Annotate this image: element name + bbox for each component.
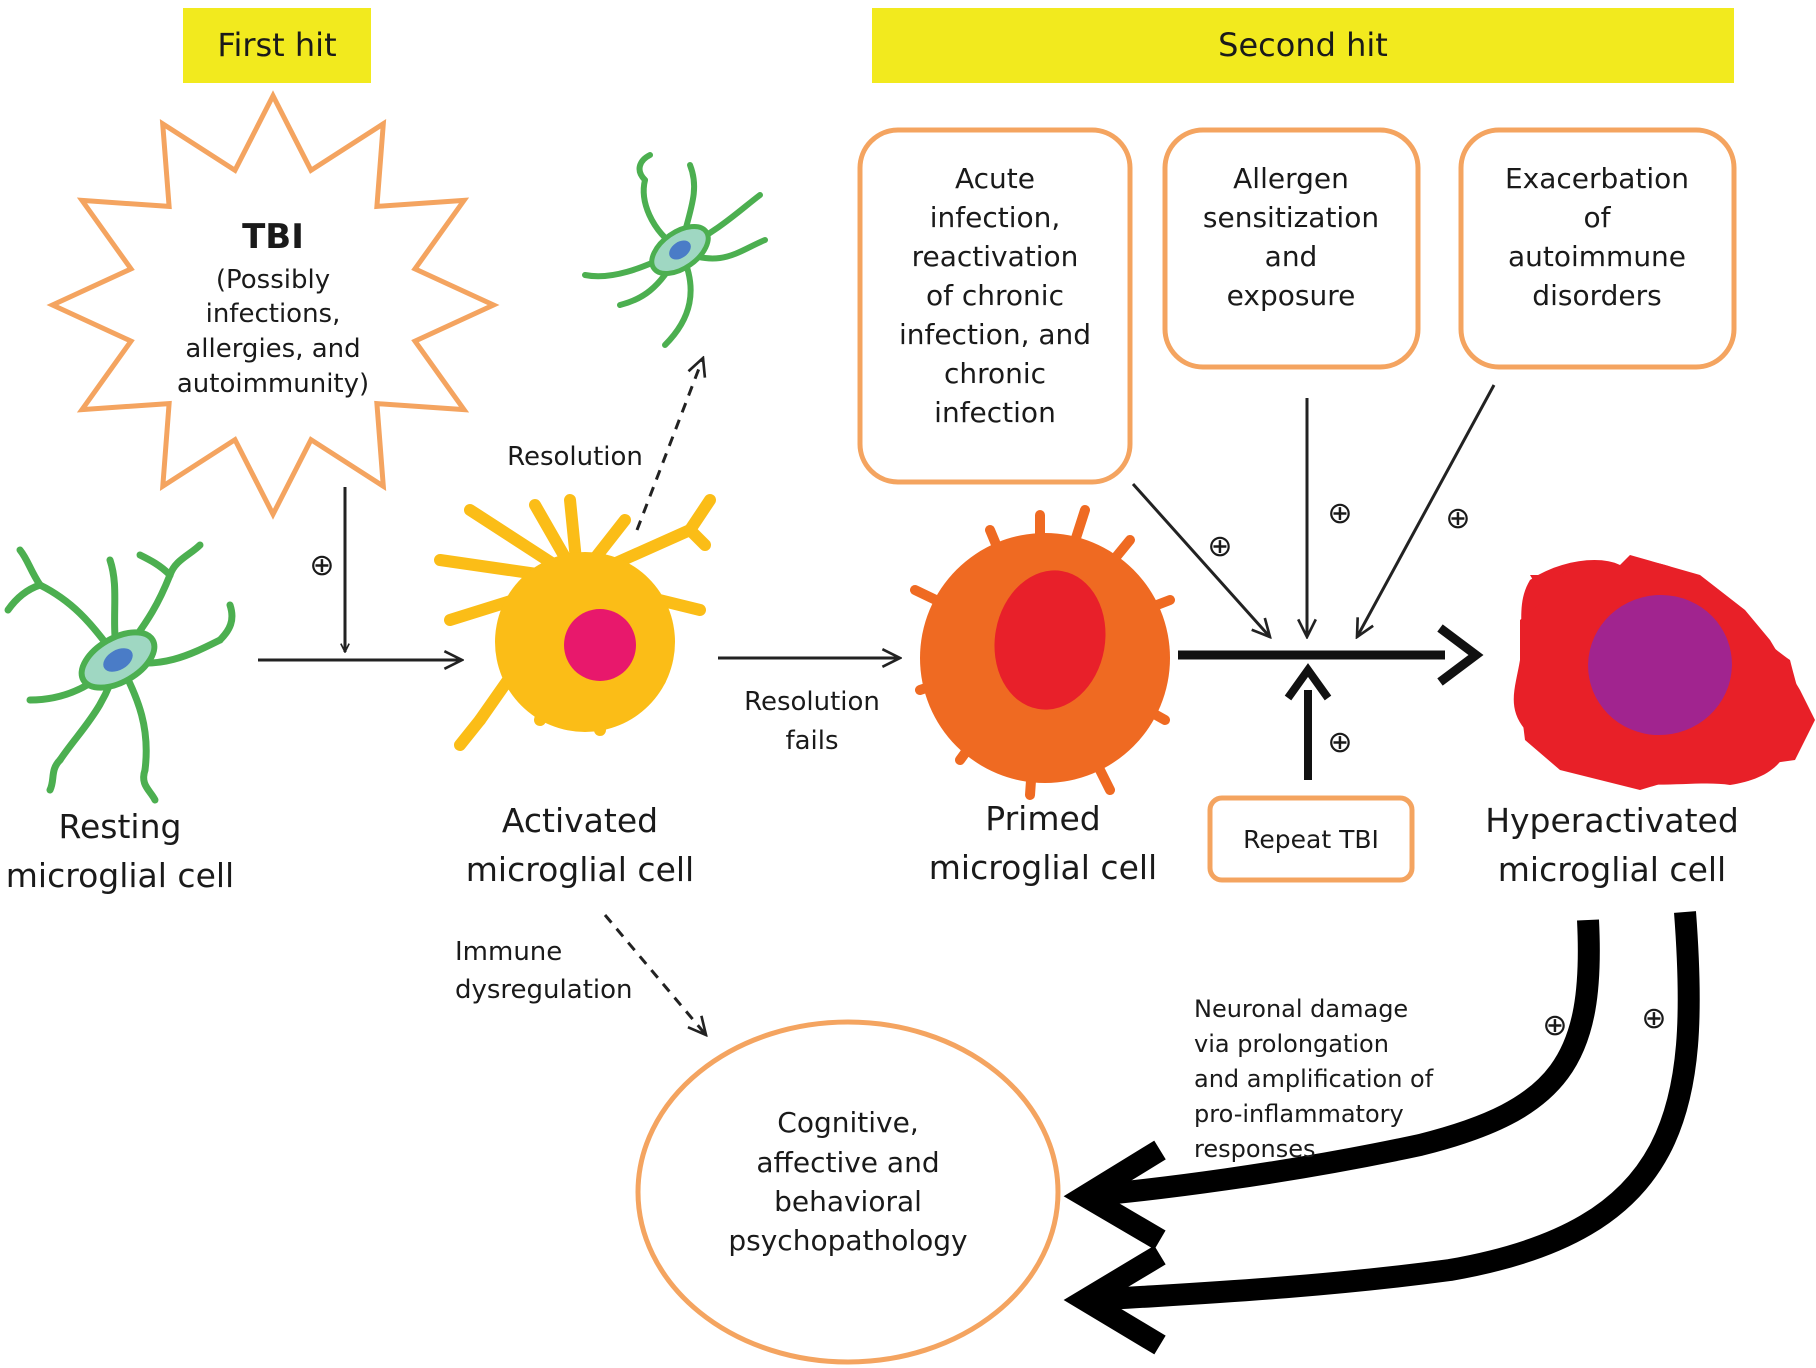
box-line: exposure (1227, 279, 1356, 312)
box-line: of chronic (926, 279, 1064, 312)
box-line: sensitization (1203, 201, 1379, 234)
tbi-star-line: infections, (206, 299, 341, 329)
neuronal-damage-label: pro-inflammatory (1194, 1100, 1404, 1128)
repeat-tbi-label: Repeat TBI (1243, 825, 1379, 854)
box-line: reactivation (912, 240, 1079, 273)
curve-arrow-damage-2-head (1063, 1245, 1166, 1355)
box-line: Exacerbation (1505, 162, 1689, 195)
neuronal-damage-label: and amplification of (1194, 1065, 1434, 1093)
resolution-fails-label: fails (785, 726, 838, 756)
plus-icon: ⊕ (1207, 529, 1232, 564)
box-line: and (1265, 240, 1318, 273)
tbi-star-line: autoimmunity) (177, 369, 369, 399)
outcome-line: Cognitive, (777, 1106, 918, 1139)
box-line: Acute (955, 162, 1035, 195)
arrow-infection-box (1131, 482, 1270, 637)
second-hit-banner: Second hit (872, 8, 1734, 83)
resolution-label: Resolution (507, 442, 643, 472)
resolved-microglia-illustration (582, 152, 768, 348)
arrow-autoimmune-box (1357, 384, 1496, 637)
second-hit-label: Second hit (1218, 26, 1388, 64)
resting-microglia-illustration (4, 541, 236, 804)
box-line: disorders (1532, 279, 1661, 312)
repeat-tbi-box: Repeat TBI (1207, 795, 1415, 883)
plus-icon: ⊕ (1641, 1001, 1666, 1036)
neuronal-damage-label: via prolongation (1194, 1030, 1389, 1058)
tbi-star: TBI (Possibly infections, allergies, and… (46, 90, 500, 520)
outcome-ellipse: Cognitive, affective and behavioral psyc… (635, 1019, 1061, 1365)
outcome-line: affective and (756, 1146, 939, 1179)
plus-icon: ⊕ (309, 548, 334, 583)
second-hit-box-autoimmune: Exacerbation of autoimmune disorders (1458, 127, 1737, 370)
box-line: of (1584, 201, 1612, 234)
resolution-fails-label: Resolution (744, 687, 880, 717)
resting-cell-label: Resting (59, 807, 182, 846)
plus-symbols: ⊕ ⊕ ⊕ ⊕ ⊕ ⊕ ⊕ (309, 496, 1666, 1043)
box-line: infection, and (899, 318, 1091, 351)
box-line: infection (934, 396, 1056, 429)
first-hit-label: First hit (217, 26, 336, 64)
hyperactivated-microglia-illustration (1513, 555, 1815, 790)
primed-cell-label: Primed (985, 799, 1100, 838)
curve-arrow-damage-1 (1094, 919, 1600, 1206)
arrow-repeat-tbi-head (1284, 663, 1332, 701)
box-line: autoimmune (1508, 240, 1686, 273)
tbi-star-title: TBI (242, 217, 304, 257)
box-line: infection, (930, 201, 1061, 234)
tbi-star-line: allergies, and (185, 334, 360, 364)
curve-arrow-damage-2 (1094, 911, 1700, 1311)
arrow-primed-to-hyperactivated-head (1437, 624, 1484, 686)
box-line: Allergen (1233, 162, 1349, 195)
arrows (258, 358, 1700, 1355)
immune-dysregulation-label: dysregulation (455, 975, 633, 1005)
neuronal-damage-label: responses (1194, 1135, 1316, 1163)
arrow-resolution (635, 358, 703, 531)
second-hit-box-allergen: Allergen sensitization and exposure (1162, 127, 1421, 370)
second-hit-box-infection: Acute infection, reactivation of chronic… (857, 127, 1133, 485)
outcome-line: psychopathology (728, 1224, 967, 1257)
immune-dysregulation-label: Immune (455, 937, 562, 967)
plus-icon: ⊕ (1542, 1008, 1567, 1043)
neuronal-damage-label: Neuronal damage (1194, 995, 1408, 1023)
hyperactivated-cell-label: microglial cell (1498, 850, 1726, 889)
activated-cell-label: microglial cell (466, 850, 694, 889)
first-hit-banner: First hit (183, 8, 371, 83)
outcome-line: behavioral (774, 1185, 922, 1218)
box-line: chronic (944, 357, 1046, 390)
primed-microglia-illustration (910, 505, 1175, 800)
tbi-star-line: (Possibly (216, 265, 330, 295)
curve-arrow-damage-1-head (1063, 1140, 1166, 1250)
primed-cell-label: microglial cell (929, 848, 1157, 887)
activated-microglia-illustration (434, 494, 716, 751)
plus-icon: ⊕ (1445, 501, 1470, 536)
resting-cell-label: microglial cell (6, 856, 234, 895)
activated-cell-label: Activated (502, 801, 658, 840)
plus-icon: ⊕ (1327, 496, 1352, 531)
tbi-star-shape (46, 90, 500, 520)
plus-icon: ⊕ (1327, 725, 1352, 760)
arrow-immune-dysregulation (603, 914, 706, 1035)
hyperactivated-cell-label: Hyperactivated (1485, 801, 1739, 840)
